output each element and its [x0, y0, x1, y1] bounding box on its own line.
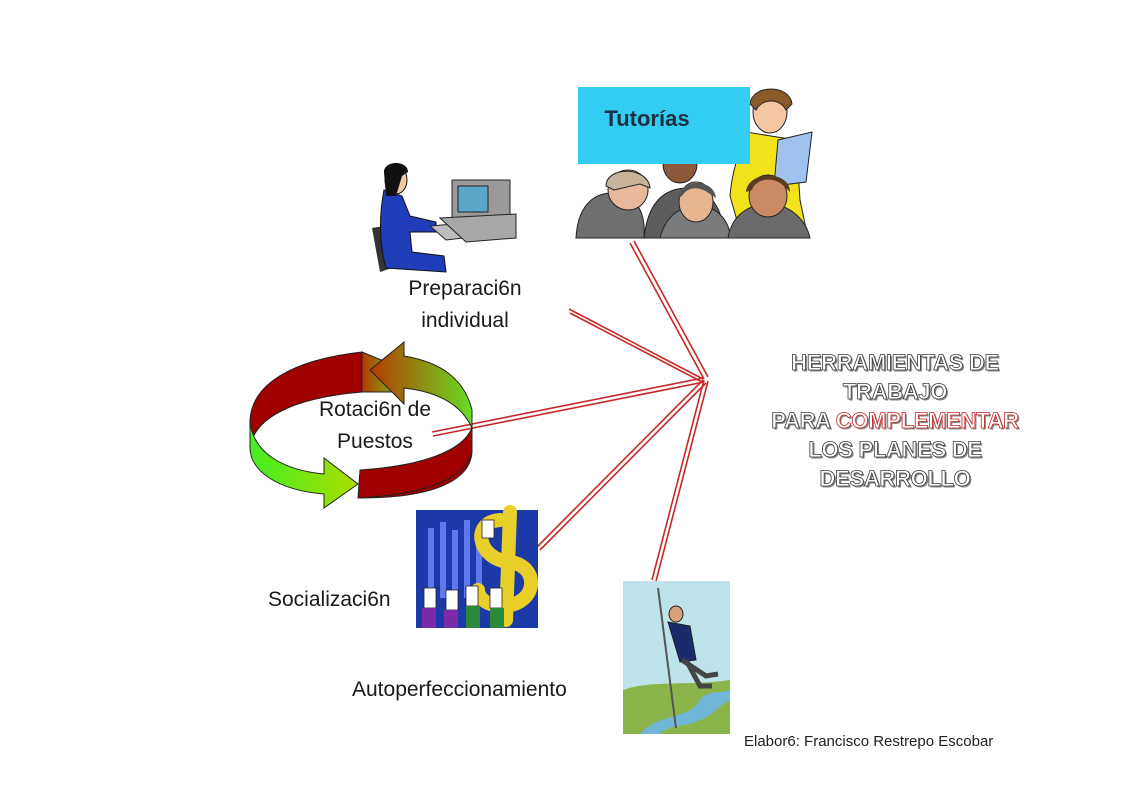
- autoperfeccionamiento-climber-icon: [623, 581, 730, 734]
- tutorias-box: [578, 87, 750, 164]
- title-line-2a: PARA: [771, 408, 836, 434]
- line-socializacion: [536, 379, 707, 551]
- tutorias-group-icon: [575, 88, 813, 239]
- person-computer-icon: [372, 163, 518, 273]
- line-preparacion: [568, 308, 705, 384]
- preparacion-line-1: Preparaci6n: [408, 277, 522, 300]
- title-line-2b: COMPLEMENTAR: [835, 408, 1019, 434]
- preparacion-label: Preparaci6n individual: [390, 273, 540, 337]
- rotacion-label: Rotaci6n de Puestos: [300, 394, 450, 458]
- socializacion-team-icon: [416, 505, 539, 628]
- title-line-1: HERRAMIENTAS DE TRABAJO: [791, 350, 1000, 405]
- line-autoperfeccionamiento: [651, 379, 709, 582]
- connector-lines: [431, 240, 709, 582]
- title-line-3: LOS PLANES DE DESARROLLO: [808, 437, 982, 492]
- autoperfeccionamiento-label: Autoperfeccionamiento: [352, 678, 567, 701]
- rotation-cycle-icon: [249, 340, 473, 509]
- rotacion-line-1: Rotaci6n de: [318, 398, 432, 421]
- line-rotacion: [431, 377, 705, 437]
- title-line-2: PARA COMPLEMENTAR: [740, 406, 1050, 435]
- author-credit: Elabor6: Francisco Restrepo Escobar: [744, 733, 994, 750]
- rotacion-line-2: Puestos: [337, 430, 413, 453]
- diagram-title: HERRAMIENTAS DE TRABAJO PARA COMPLEMENTA…: [740, 348, 1050, 493]
- preparacion-line-2: individual: [421, 309, 509, 332]
- line-tutorias: [629, 240, 709, 380]
- socializacion-label: Socializaci6n: [268, 588, 391, 611]
- tutorias-label: Tutorías: [604, 106, 690, 131]
